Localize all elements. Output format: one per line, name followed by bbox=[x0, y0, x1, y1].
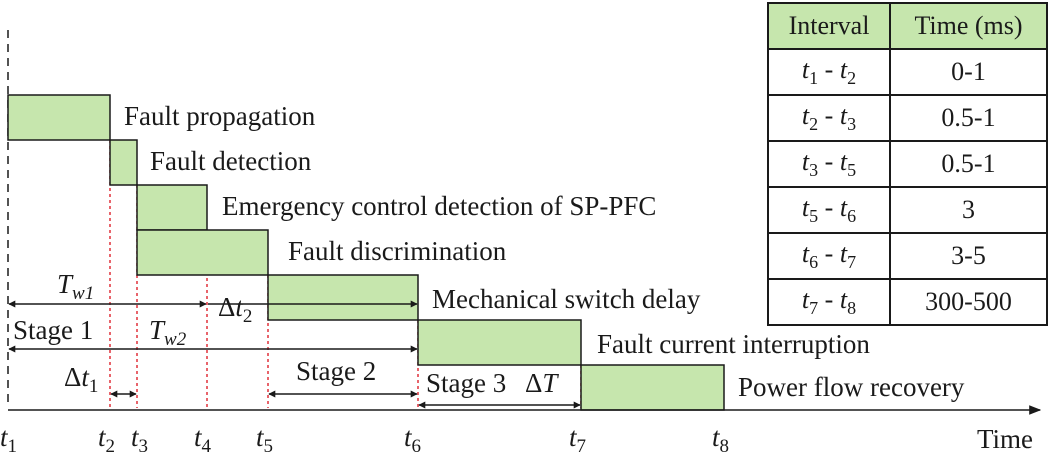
label-power-flow-recovery: Power flow recovery bbox=[738, 372, 965, 402]
table-row: t3 - t5 0.5-1 bbox=[767, 140, 1048, 188]
table-cell-interval: t7 - t8 bbox=[767, 278, 891, 326]
tick-label-t8: t8 bbox=[712, 422, 729, 457]
stage3-label: Stage 3 bbox=[426, 368, 506, 398]
table-row: t5 - t6 3 bbox=[767, 186, 1048, 234]
table-cell-interval: t2 - t3 bbox=[767, 94, 891, 142]
table-cell-time: 3 bbox=[889, 186, 1048, 234]
stage1-label: Stage 1 bbox=[13, 315, 93, 345]
tick-label-t5: t5 bbox=[256, 422, 273, 457]
table-cell-interval: t6 - t7 bbox=[767, 232, 891, 280]
stage-bars bbox=[7, 94, 725, 411]
tick-labels: t1 t2 t3 t4 t5 t6 t7 t8 bbox=[0, 422, 729, 457]
table-row: t2 - t3 0.5-1 bbox=[767, 94, 1048, 142]
span-arrows bbox=[8, 300, 581, 409]
table-header-row: Interval Time (ms) bbox=[767, 2, 1048, 50]
bar-labels: Fault propagation Fault detection Emerge… bbox=[124, 101, 965, 402]
span-labels: Tw1 Δt2 Stage 1 Tw2 Δt1 Stage 2 Stage 3 … bbox=[13, 269, 559, 398]
interval-time-table: Interval Time (ms) t1 - t2 0-1 t2 - t3 0… bbox=[767, 2, 1048, 326]
table-cell-time: 0-1 bbox=[889, 48, 1048, 96]
tick-label-t7: t7 bbox=[569, 422, 586, 457]
table-header-time: Time (ms) bbox=[889, 2, 1048, 50]
tick-label-t1: t1 bbox=[0, 422, 17, 457]
table-cell-interval: t3 - t5 bbox=[767, 140, 891, 188]
bar-fault-propagation bbox=[7, 94, 111, 141]
tick-label-t4: t4 bbox=[194, 422, 212, 457]
dt1-label: Δt1 bbox=[64, 362, 98, 397]
table-row: t1 - t2 0-1 bbox=[767, 48, 1048, 96]
table-cell-time: 0.5-1 bbox=[889, 94, 1048, 142]
dT-label: ΔT bbox=[525, 368, 559, 398]
dt2-label: Δt2 bbox=[218, 292, 252, 327]
table-cell-time: 300-500 bbox=[889, 278, 1048, 326]
table-cell-interval: t5 - t6 bbox=[767, 186, 891, 234]
label-fault-current-interruption: Fault current interruption bbox=[597, 329, 870, 359]
bar-emergency-control-detection bbox=[136, 184, 208, 231]
stage2-label: Stage 2 bbox=[296, 356, 376, 386]
tick-label-t2: t2 bbox=[98, 422, 115, 457]
table-cell-time: 0.5-1 bbox=[889, 140, 1048, 188]
time-axis-label: Time bbox=[977, 424, 1033, 454]
table-row: t6 - t7 3-5 bbox=[767, 232, 1048, 280]
label-fault-detection: Fault detection bbox=[150, 146, 312, 176]
table-cell-time: 3-5 bbox=[889, 232, 1048, 280]
tick-label-t3: t3 bbox=[131, 422, 148, 457]
bar-fault-current-interruption bbox=[417, 319, 582, 366]
label-fault-propagation: Fault propagation bbox=[124, 101, 316, 131]
tw1-label: Tw1 bbox=[57, 269, 94, 304]
bar-power-flow-recovery bbox=[580, 364, 725, 411]
table-header-interval: Interval bbox=[767, 2, 891, 50]
table-cell-interval: t1 - t2 bbox=[767, 48, 891, 96]
bar-fault-detection bbox=[109, 139, 138, 186]
tw2-label: Tw2 bbox=[149, 315, 187, 350]
table-row: t7 - t8 300-500 bbox=[767, 278, 1048, 326]
bar-fault-discrimination bbox=[136, 229, 269, 276]
label-mechanical-switch-delay: Mechanical switch delay bbox=[432, 284, 701, 314]
bar-mechanical-switch-delay bbox=[267, 274, 419, 321]
label-fault-discrimination: Fault discrimination bbox=[288, 236, 507, 266]
label-emergency-control-detection: Emergency control detection of SP-PFC bbox=[222, 191, 656, 221]
tick-label-t6: t6 bbox=[404, 422, 421, 457]
